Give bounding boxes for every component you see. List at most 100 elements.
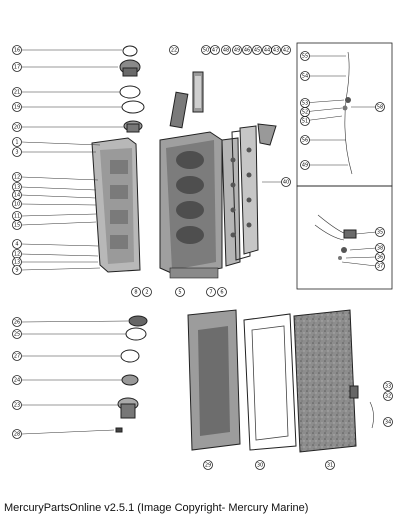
callout-circle: [383, 381, 393, 391]
callout-number: 5: [178, 289, 181, 295]
callout-44: 44: [262, 45, 272, 55]
callout-number: 14: [14, 192, 20, 198]
callout-23: 23: [12, 400, 22, 410]
callout-number: 15: [14, 222, 20, 228]
callout-number: 3: [15, 149, 18, 155]
callout-number: 55: [302, 53, 308, 59]
callout-number: 30: [257, 462, 263, 468]
callout-number: 29: [205, 462, 211, 468]
housing-body-part: [122, 67, 138, 77]
callout-17: 17: [12, 62, 22, 72]
lower-cover-plates: [187, 309, 374, 453]
callout-circle: [325, 460, 335, 470]
callout-number: 35: [377, 229, 383, 235]
callout-circle: [12, 317, 22, 327]
callout-47: 47: [210, 45, 220, 55]
callout-circle: [300, 51, 310, 61]
callout-circle: [242, 45, 252, 55]
callout-31: 31: [325, 460, 335, 470]
callout-11: 11: [12, 211, 22, 221]
callout-19: 19: [12, 102, 22, 112]
callout-26: 26: [12, 317, 22, 327]
callout-labels: 1617211920131213141011154121392625272423…: [12, 45, 393, 470]
callout-circle: [271, 45, 281, 55]
callout-46: 46: [242, 45, 252, 55]
o-ring-part: [122, 45, 138, 57]
callout-circle: [12, 265, 22, 275]
callout-number: 49: [302, 162, 308, 168]
callout-16: 16: [12, 45, 22, 55]
callout-circle: [300, 160, 310, 170]
callout-circle: [210, 45, 220, 55]
callout-34: 34: [383, 417, 393, 427]
callout-25: 25: [12, 329, 22, 339]
callout-number: 52: [302, 109, 308, 115]
callout-number: 37: [377, 263, 383, 269]
callout-circle: [12, 137, 22, 147]
left-manifold-cover: [91, 137, 141, 273]
callout-53: 53: [300, 98, 310, 108]
callout-30: 30: [255, 460, 265, 470]
callout-circle: [12, 45, 22, 55]
callout-2: 2: [142, 287, 152, 297]
callout-circle: [12, 329, 22, 339]
callout-54: 54: [300, 71, 310, 81]
callout-circle: [281, 45, 291, 55]
callout-circle: [300, 116, 310, 126]
callout-5: 5: [175, 287, 185, 297]
callout-33: 33: [383, 381, 393, 391]
callout-circle: [383, 417, 393, 427]
callout-number: 27: [14, 353, 20, 359]
callout-number: 7: [209, 289, 212, 295]
callout-circle: [131, 287, 141, 297]
callout-number: 11: [14, 213, 20, 219]
callout-circle: [12, 199, 22, 209]
callout-number: 56: [302, 137, 308, 143]
callout-14: 14: [12, 190, 22, 200]
callout-circle: [12, 172, 22, 182]
gasket-stack: [221, 123, 277, 267]
callout-circle: [169, 45, 179, 55]
image-caption: MercuryPartsOnline v2.5.1 (Image Copyrig…: [4, 502, 309, 514]
callout-circle: [232, 45, 242, 55]
callout-50: 50: [201, 45, 211, 55]
callout-circle: [12, 147, 22, 157]
callout-number: 4: [15, 241, 18, 247]
callout-37: 37: [375, 261, 385, 271]
callout-27: 27: [12, 351, 22, 361]
callout-38: 38: [375, 243, 385, 253]
callout-circle: [255, 460, 265, 470]
callout-42: 42: [281, 45, 291, 55]
callout-28: 28: [12, 429, 22, 439]
callout-circle: [217, 287, 227, 297]
callout-number: 9: [15, 267, 18, 273]
callout-number: 22: [171, 47, 177, 53]
callout-circle: [383, 391, 393, 401]
callout-10: 10: [12, 199, 22, 209]
callout-number: 26: [14, 319, 20, 325]
callout-4: 4: [12, 239, 22, 249]
callout-number: 48: [223, 47, 229, 53]
callout-number: 24: [14, 377, 20, 383]
callout-number: 50: [203, 47, 209, 53]
callout-number: 13: [14, 184, 20, 190]
callout-number: 46: [244, 47, 250, 53]
callout-43: 43: [271, 45, 281, 55]
callout-circle: [375, 261, 385, 271]
callout-49: 49: [232, 45, 242, 55]
callout-circle: [221, 45, 231, 55]
callout-32: 32: [383, 391, 393, 401]
callout-21: 21: [12, 87, 22, 97]
callout-55: 55: [300, 51, 310, 61]
callout-circle: [12, 429, 22, 439]
callout-number: 47: [212, 47, 218, 53]
thermostat-body-part: [126, 123, 140, 133]
callout-number: 12: [14, 174, 20, 180]
callout-circle: [300, 71, 310, 81]
callout-circle: [300, 135, 310, 145]
callout-36: 36: [375, 252, 385, 262]
callout-22: 22: [169, 45, 179, 55]
callout-24: 24: [12, 375, 22, 385]
